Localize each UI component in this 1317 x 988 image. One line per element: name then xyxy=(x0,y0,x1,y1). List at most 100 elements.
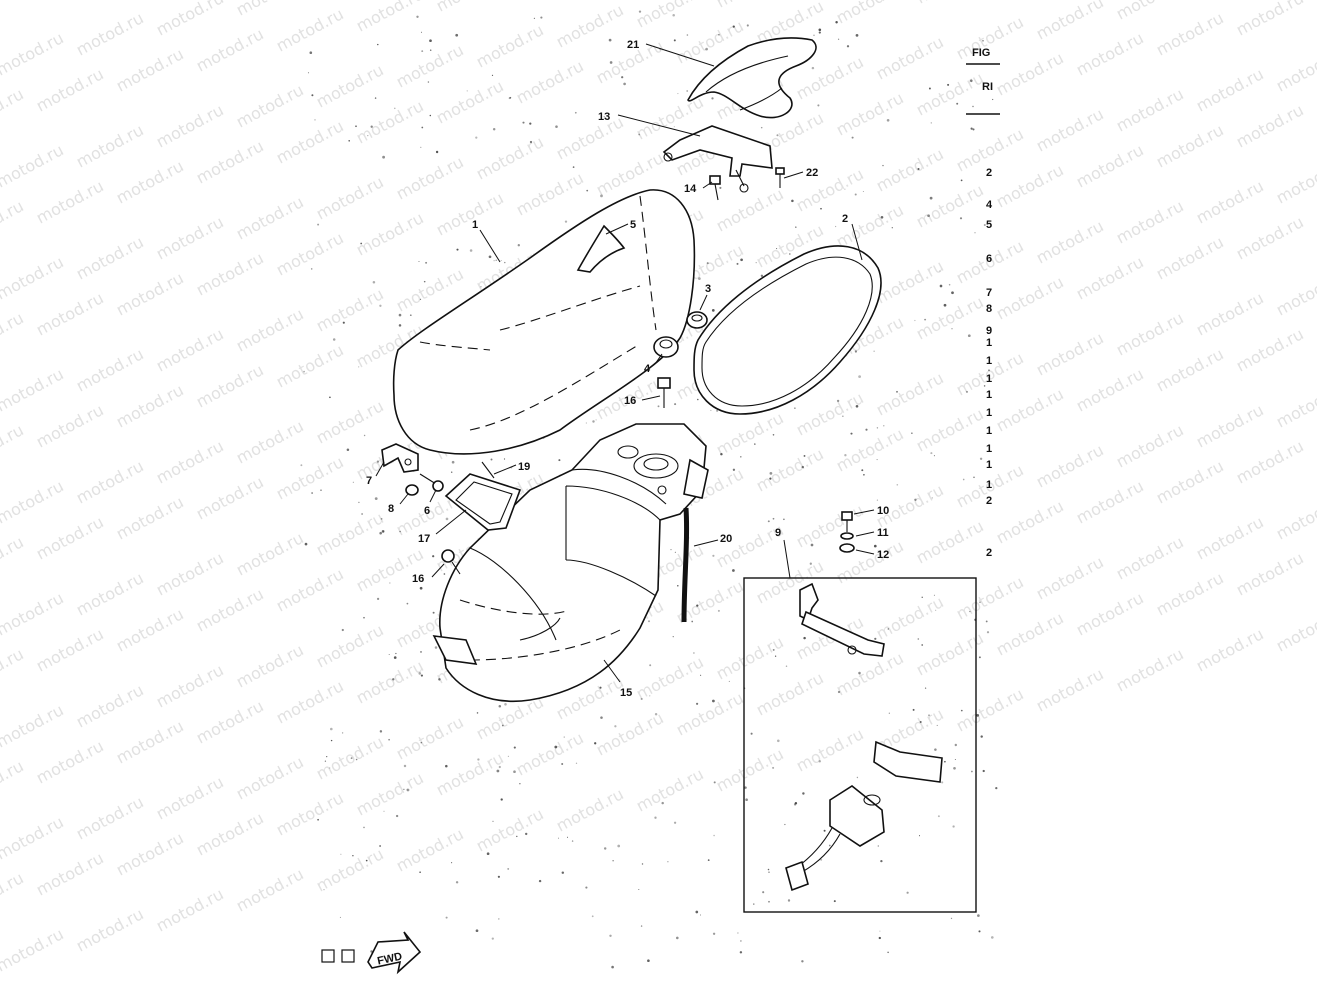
speckle-dot xyxy=(718,33,720,36)
speckle-dot xyxy=(986,631,990,634)
speckle-dot xyxy=(947,83,950,86)
watermark-text: motod.ru xyxy=(513,56,587,107)
watermark-text: motod.ru xyxy=(113,44,187,95)
watermark-text: motod.ru xyxy=(233,192,307,243)
margin-digit: 2 xyxy=(986,495,992,507)
speckle-dot xyxy=(491,937,494,940)
bolt-lower-part xyxy=(441,549,461,575)
speckle-dot xyxy=(740,258,743,262)
speckle-dot xyxy=(854,350,858,353)
speckle-dot xyxy=(960,709,963,712)
speckle-dot xyxy=(732,468,736,471)
speckle-dot xyxy=(358,366,360,368)
speckle-dot xyxy=(854,193,857,196)
speckle-dot xyxy=(445,517,449,521)
speckle-dot xyxy=(388,738,390,741)
speckle-dot xyxy=(943,303,947,307)
speckle-dot xyxy=(851,136,854,139)
watermark-text: motod.ru xyxy=(1113,196,1187,247)
margin-digit: 6 xyxy=(986,253,992,265)
speckle-dot xyxy=(659,49,661,51)
speckle-dot xyxy=(670,548,672,551)
speckle-dot xyxy=(677,584,679,587)
watermark-text: motod.ru xyxy=(153,212,227,263)
speckle-dot xyxy=(985,620,988,623)
speckle-dot xyxy=(924,687,927,689)
speckle-dot xyxy=(310,268,313,270)
speckle-dot xyxy=(623,82,626,86)
watermark-text: motod.ru xyxy=(0,588,67,639)
callout-8: 8 xyxy=(388,503,394,515)
speckle-dot xyxy=(823,829,826,832)
watermark-text: motod.ru xyxy=(913,516,987,567)
speckle-dot xyxy=(954,758,956,761)
speckle-dot xyxy=(480,286,482,288)
speckle-dot xyxy=(538,879,542,883)
speckle-dot xyxy=(586,189,589,192)
speckle-dot xyxy=(969,611,971,613)
watermark-text: motod.ru xyxy=(313,172,387,223)
speckle-dot xyxy=(855,404,859,408)
watermark-text: motod.ru xyxy=(553,784,627,835)
speckle-dot xyxy=(475,136,478,139)
speckle-dot xyxy=(877,845,879,847)
watermark-text: motod.ru xyxy=(1113,308,1187,359)
speckle-dot xyxy=(406,602,409,605)
speckle-dot xyxy=(558,459,561,462)
watermark-text: motod.ru xyxy=(713,0,787,12)
speckle-dot xyxy=(760,274,764,277)
callout-13: 13 xyxy=(598,111,610,123)
watermark-text: motod.ru xyxy=(793,724,867,775)
speckle-dot xyxy=(837,690,841,694)
seal-ring-part xyxy=(693,245,882,415)
speckle-dot xyxy=(772,648,775,651)
watermark-text: motod.ru xyxy=(0,252,67,303)
speckle-dot xyxy=(750,732,753,735)
watermark-text: motod.ru xyxy=(633,0,707,32)
speckle-dot xyxy=(493,260,495,262)
watermark-text: motod.ru xyxy=(833,0,907,28)
watermark-text: motod.ru xyxy=(993,160,1067,211)
watermark-text: motod.ru xyxy=(1033,328,1107,379)
watermark-text: motod.ru xyxy=(0,140,67,191)
speckle-dot xyxy=(421,126,424,129)
watermark-text: motod.ru xyxy=(313,60,387,111)
speckle-dot xyxy=(640,925,643,927)
watermark-text: motod.ru xyxy=(1193,512,1267,563)
speckle-dot xyxy=(340,853,342,855)
speckle-dot xyxy=(455,33,459,37)
speckle-dot xyxy=(329,767,331,769)
speckle-dot xyxy=(935,609,937,611)
watermark-text: motod.ru xyxy=(33,400,107,451)
watermark-text: motod.ru xyxy=(513,728,587,779)
watermark-text: motod.ru xyxy=(1033,664,1107,715)
speckle-dot xyxy=(732,569,735,572)
damper-part xyxy=(686,311,708,329)
seat-part xyxy=(392,189,696,455)
speckle-dot xyxy=(379,730,383,733)
speckle-dot xyxy=(311,94,314,97)
speckle-dot xyxy=(420,650,422,653)
watermark-text: motod.ru xyxy=(73,344,147,395)
speckle-dot xyxy=(376,597,380,601)
speckle-dot xyxy=(737,932,739,934)
speckle-dot xyxy=(395,652,397,655)
speckle-dot xyxy=(434,646,438,649)
speckle-dot xyxy=(432,611,435,614)
speckle-dot xyxy=(614,725,617,728)
speckle-dot xyxy=(595,419,597,421)
watermark-text: motod.ru xyxy=(233,80,307,131)
lid-part xyxy=(444,473,522,531)
speckle-dot xyxy=(372,280,376,284)
callout-20: 20 xyxy=(720,533,732,545)
speckle-dot xyxy=(776,134,779,137)
speckle-dot xyxy=(379,845,381,847)
speckle-dot xyxy=(649,695,651,697)
speckle-dot xyxy=(706,262,709,265)
speckle-dot xyxy=(974,232,976,234)
speckle-dot xyxy=(370,125,373,128)
margin-digit: 1 xyxy=(986,337,992,349)
watermark-text: motod.ru xyxy=(1073,252,1147,303)
speckle-dot xyxy=(603,847,607,850)
